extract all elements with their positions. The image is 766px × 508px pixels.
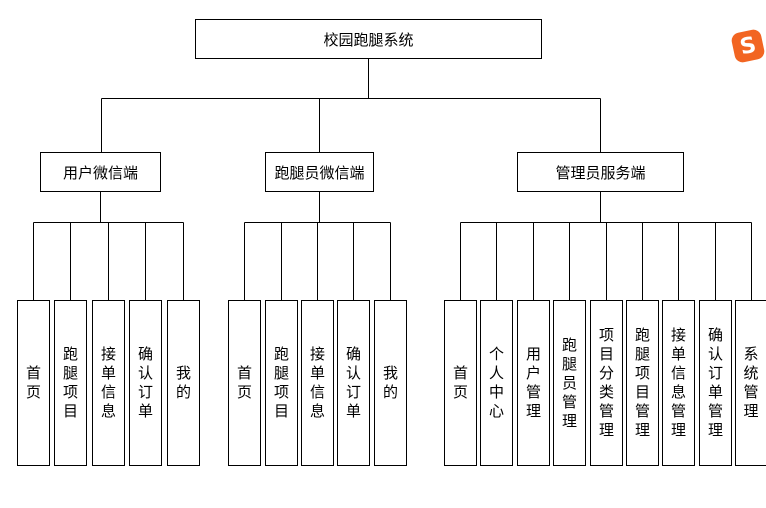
leaf-node: 首页 (444, 300, 477, 466)
leaf-label: 跑腿项目管理 (634, 326, 650, 439)
leaf-label: 接单信息 (100, 345, 116, 420)
leaf-label: 我的 (382, 364, 398, 401)
leaf-node: 确认订单管理 (699, 300, 732, 466)
leaf-label: 首页 (236, 364, 252, 401)
leaf-node: 跑腿项目 (265, 300, 298, 466)
leaf-node: 系统管理 (735, 300, 766, 466)
leaf-label: 接单信息管理 (670, 326, 686, 439)
root-node: 校园跑腿系统 (195, 19, 542, 59)
leaf-label: 个人中心 (488, 345, 504, 420)
leaf-node: 用户管理 (517, 300, 550, 466)
leaf-label: 确认订单 (345, 345, 361, 420)
branch-label: 管理员服务端 (555, 163, 646, 182)
leaf-node: 确认订单 (129, 300, 162, 466)
leaf-label: 用户管理 (525, 345, 541, 420)
leaf-node: 我的 (167, 300, 200, 466)
leaf-label: 系统管理 (743, 345, 759, 420)
leaf-label: 确认订单 (137, 345, 153, 420)
leaf-node: 确认订单 (337, 300, 370, 466)
leaf-label: 跑腿项目 (62, 345, 78, 420)
leaf-node: 接单信息 (92, 300, 125, 466)
root-label: 校园跑腿系统 (323, 30, 414, 49)
leaf-node: 跑腿员管理 (553, 300, 586, 466)
leaf-node: 项目分类管理 (590, 300, 623, 466)
leaf-node: 跑腿项目 (54, 300, 87, 466)
leaf-node: 首页 (17, 300, 50, 466)
branch-node-runner-wechat: 跑腿员微信端 (265, 152, 374, 192)
leaf-label: 跑腿员管理 (561, 335, 577, 430)
leaf-node: 跑腿项目管理 (626, 300, 659, 466)
leaf-label: 首页 (452, 364, 468, 401)
leaf-node: 我的 (374, 300, 407, 466)
branch-label: 用户微信端 (62, 163, 138, 182)
leaf-node: 首页 (228, 300, 261, 466)
branch-node-admin-server: 管理员服务端 (517, 152, 684, 192)
leaf-label: 首页 (25, 364, 41, 401)
leaf-node: 个人中心 (480, 300, 513, 466)
leaf-label: 跑腿项目 (273, 345, 289, 420)
leaf-label: 接单信息 (309, 345, 325, 420)
leaf-node: 接单信息 (301, 300, 334, 466)
branch-node-user-wechat: 用户微信端 (40, 152, 161, 192)
branch-label: 跑腿员微信端 (274, 163, 365, 182)
leaf-label: 确认订单管理 (707, 326, 723, 439)
leaf-label: 我的 (175, 364, 191, 401)
leaf-label: 项目分类管理 (598, 326, 614, 439)
leaf-node: 接单信息管理 (662, 300, 695, 466)
